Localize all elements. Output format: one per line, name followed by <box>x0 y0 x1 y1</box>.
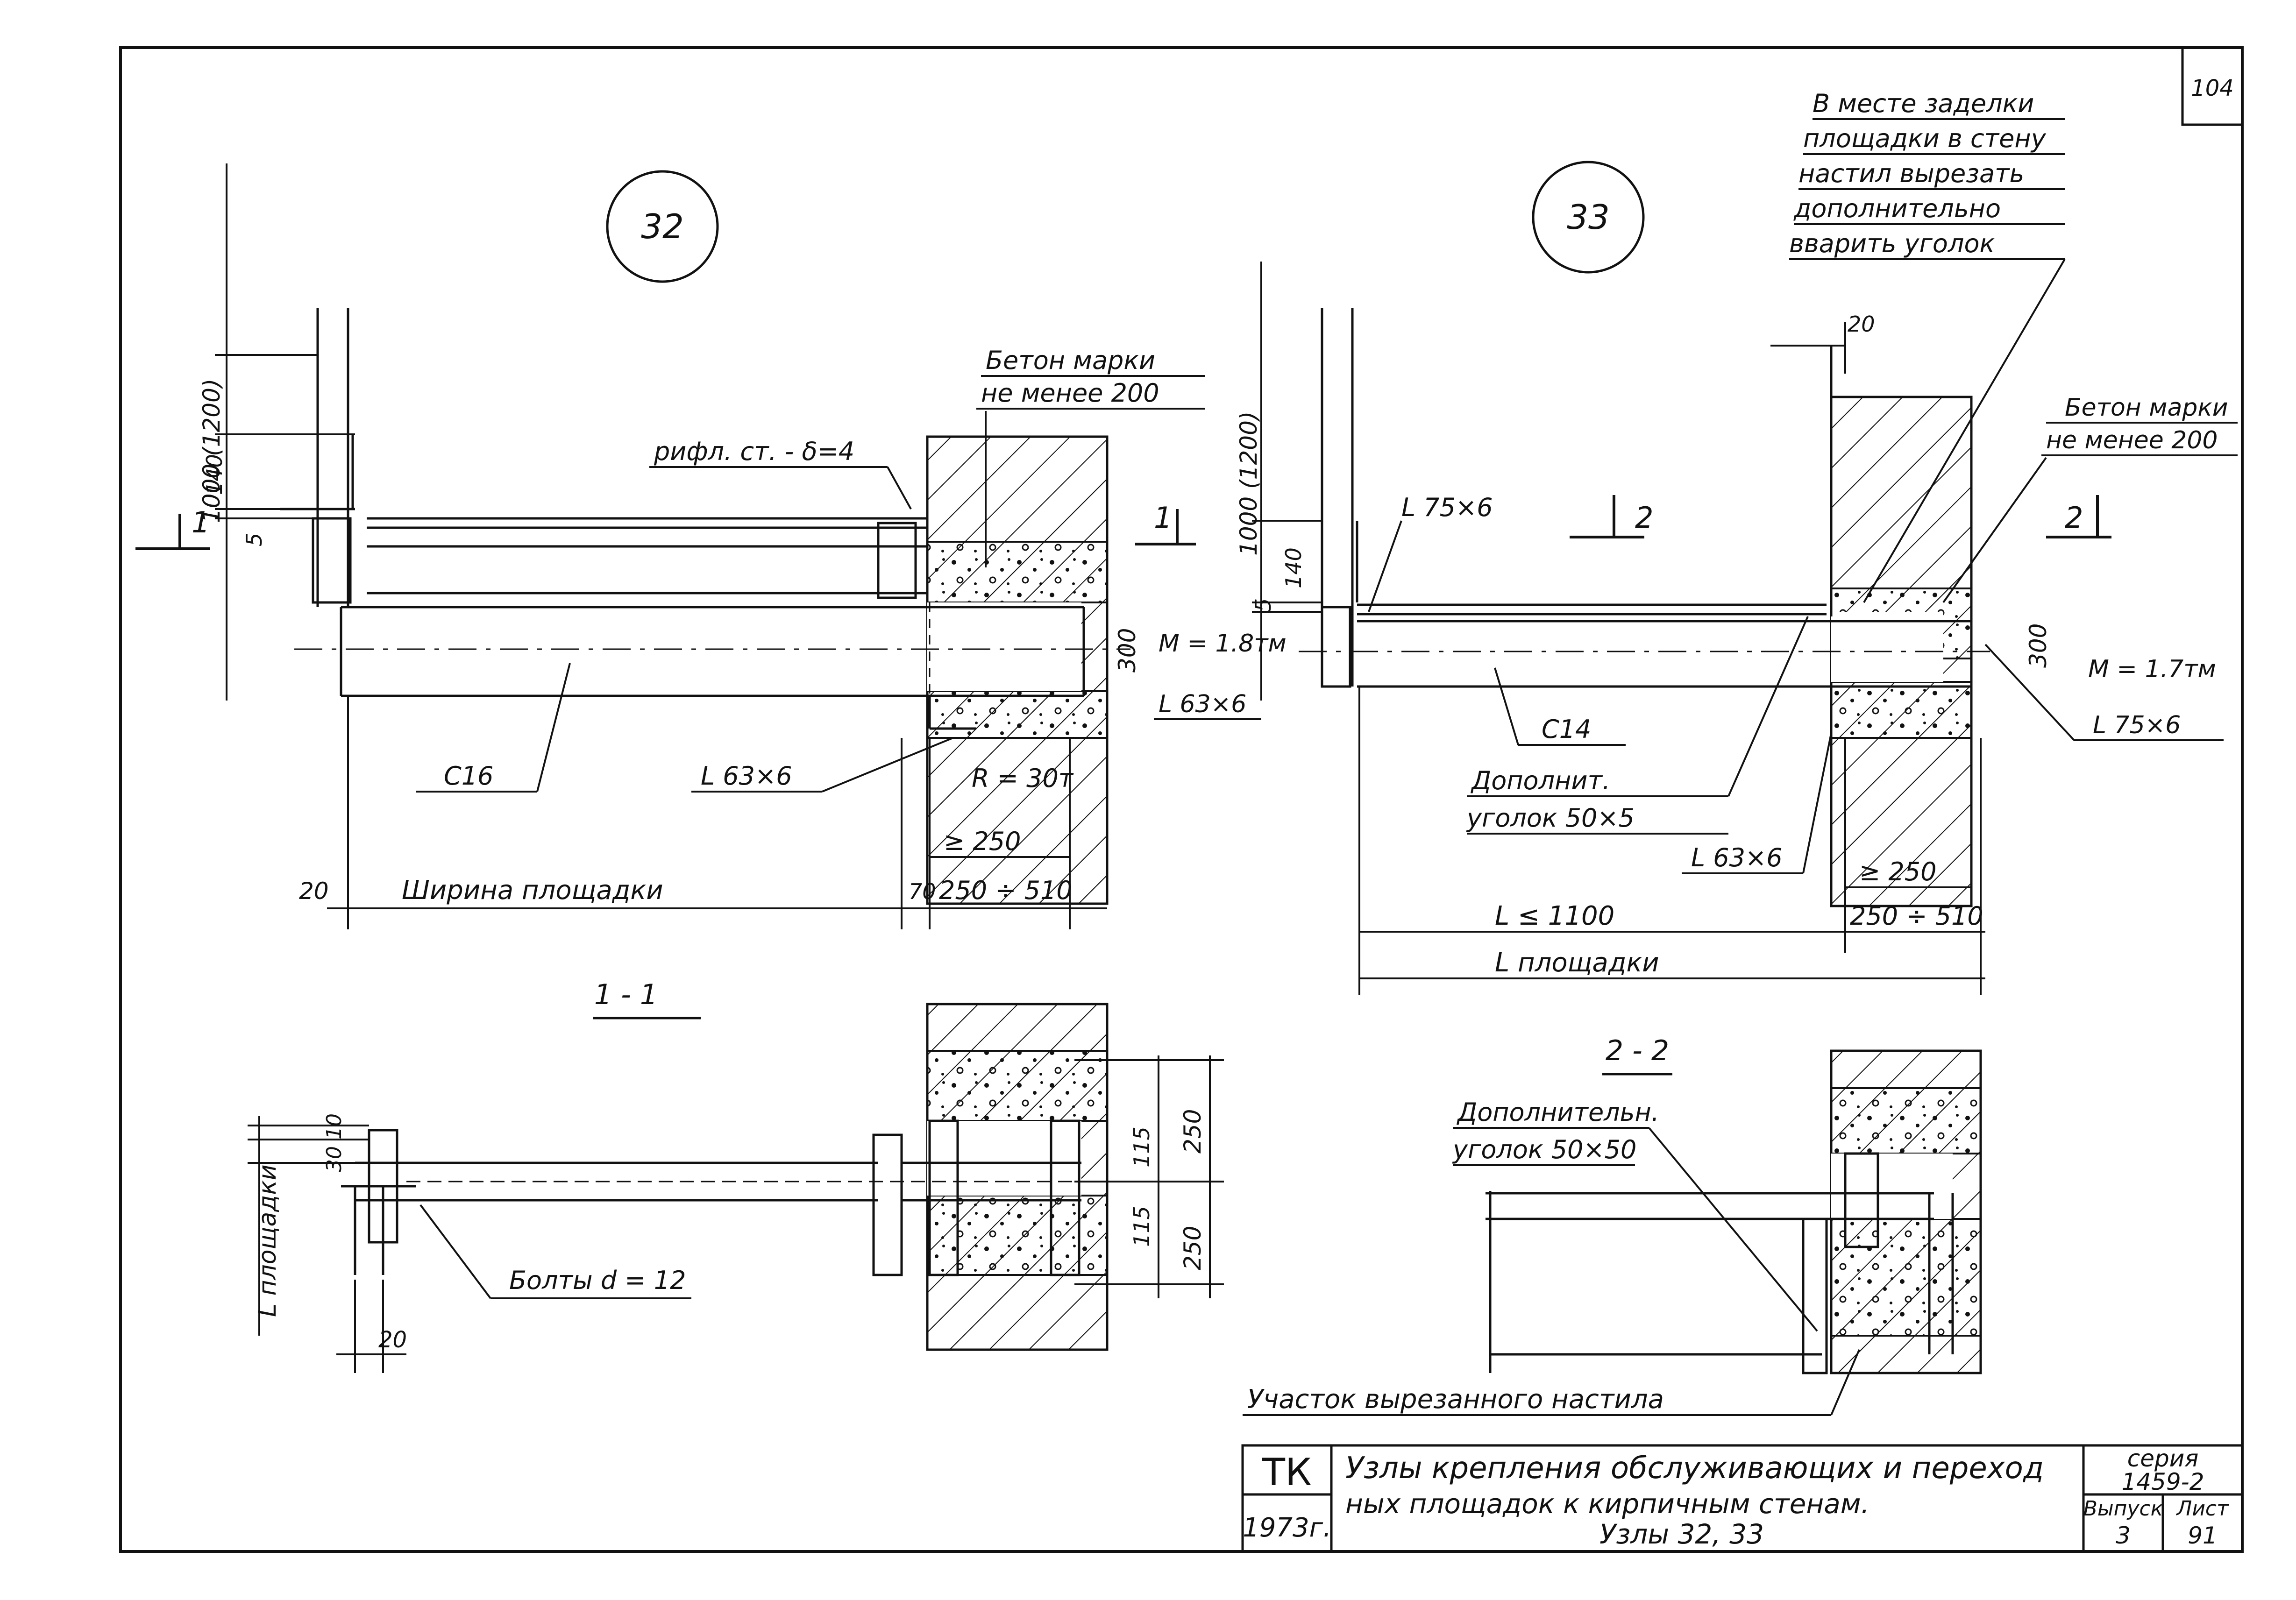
node-33-bearing-range: 250 ÷ 510 <box>1850 901 1983 931</box>
section-2-2-extra-angle-line-1: Дополнительн. <box>1457 1097 1659 1127</box>
note-line-2: площадки в стену <box>1803 124 2047 153</box>
section-1-1-side-label: L площадки <box>254 1164 282 1317</box>
node-33: 33 2 2 <box>1235 161 2238 995</box>
node-32-plate-label: рифл. ст. - δ=4 <box>654 437 854 466</box>
node-32-channel: C16 <box>444 761 493 791</box>
title-block-title-line-3: Узлы 32, 33 <box>1599 1518 1764 1550</box>
note-line-5: вварить уголок <box>1789 229 1995 258</box>
node-32-section-mark-left: 1 <box>192 505 210 539</box>
title-block: ТК 1973г. Узлы крепления обслуживающих и… <box>1241 1444 2244 1553</box>
title-block-issue-label: Выпуск <box>2083 1497 2163 1521</box>
node-32-dim-height: 1000 (1200) <box>198 379 225 523</box>
node-33-dim-height: 1000 (1200) <box>1235 411 1262 556</box>
node-32-moment: M = 1.8тм <box>1159 630 1287 658</box>
node-33-section-mark-right: 2 <box>2065 501 2083 535</box>
section-1-1: 1 - 1 <box>248 978 1224 1373</box>
node-32-angle-right: L 63×6 <box>1159 690 1246 718</box>
node-32: 32 <box>135 163 1287 929</box>
section-1-1-dim-115-top: 115 <box>1129 1126 1154 1168</box>
node-32-concrete-line-1: Бетон марки <box>986 346 1155 375</box>
node-33-length-max: L ≤ 1100 <box>1495 901 1614 931</box>
title-block-org: ТК <box>1262 1451 1312 1494</box>
node-32-width-label: Ширина площадки <box>402 875 663 906</box>
page-number: 104 <box>2191 75 2234 101</box>
section-1-1-dim-20: 20 <box>378 1327 407 1353</box>
node-32-min-bearing: ≥ 250 <box>944 827 1021 856</box>
node-33-angle-right: L 75×6 <box>2093 711 2181 739</box>
node-33-label: 33 <box>1567 198 1610 237</box>
node-32-dim-300: 300 <box>1114 628 1141 673</box>
note-line-4: дополнительно <box>1793 194 2001 223</box>
node-33-dim-300: 300 <box>2025 623 2052 668</box>
section-1-1-dim-115-bottom: 115 <box>1129 1206 1154 1247</box>
node-32-angle-bottom: L 63×6 <box>701 761 792 791</box>
section-1-1-dim-250-top: 250 <box>1179 1109 1206 1154</box>
node-33-channel: C14 <box>1542 715 1591 744</box>
node-33-dim-140: 140 <box>1281 547 1306 588</box>
node-33-length-label: L площадки <box>1495 948 1659 978</box>
section-1-1-dim-10: 10 <box>322 1113 346 1140</box>
node-32-concrete-line-2: не менее 200 <box>981 378 1159 408</box>
node-32-section-mark-right: 1 <box>1154 501 1172 535</box>
node-33-extra-angle-line-2: уголок 50×5 <box>1466 803 1635 833</box>
node-33-moment: M = 1.7тм <box>2088 655 2216 683</box>
node-32-reaction: R = 30т <box>972 764 1074 793</box>
node-33-extra-angle-line-1: Дополнит. <box>1471 766 1610 795</box>
node-32-dim-5: 5 <box>242 533 267 546</box>
section-2-2-cut-deck: Участок вырезанного настила <box>1247 1384 1664 1415</box>
title-block-title-line-1: Узлы крепления обслуживающих и переход <box>1345 1451 2044 1486</box>
node-33-dim-5: 5 <box>1251 598 1276 612</box>
node-33-concrete-line-1: Бетон марки <box>2065 394 2228 422</box>
title-block-series-label: серия <box>2127 1445 2199 1472</box>
node-33-angle-top: L 75×6 <box>1401 493 1493 522</box>
title-block-sheet-value: 91 <box>2188 1522 2218 1549</box>
section-1-1-dim-250-bottom: 250 <box>1179 1226 1206 1270</box>
note-line-1: В месте заделки <box>1813 89 2034 118</box>
title-block-issue-value: 3 <box>2116 1522 2131 1549</box>
node-32-dim-70: 70 <box>909 879 936 904</box>
section-1-1-dim-30: 30 <box>322 1146 346 1172</box>
node-33-dim-20: 20 <box>1848 312 1875 337</box>
node-33-angle-bottom: L 63×6 <box>1691 843 1783 872</box>
node-32-bearing-range: 250 ÷ 510 <box>939 876 1073 905</box>
node-32-dim-140: 140 <box>202 454 227 495</box>
node-32-dim-20: 20 <box>299 878 329 905</box>
sheet-frame: 104 <box>119 46 2244 1553</box>
title-block-year: 1973г. <box>1243 1513 1331 1543</box>
section-1-1-title: 1 - 1 <box>594 978 658 1011</box>
title-block-sheet-label: Лист <box>2175 1497 2229 1521</box>
section-2-2-extra-angle-line-2: уголок 50×50 <box>1452 1135 1636 1164</box>
node-33-section-mark-left: 2 <box>1635 501 1653 535</box>
node-33-min-bearing: ≥ 250 <box>1859 857 1936 886</box>
section-2-2-title: 2 - 2 <box>1606 1034 1669 1067</box>
title-block-series-value: 1459-2 <box>2121 1468 2204 1495</box>
section-1-1-bolts: Болты d = 12 <box>509 1266 686 1295</box>
node-32-label: 32 <box>641 207 684 246</box>
title-block-title-line-2: ных площадок к кирпичным стенам. <box>1345 1488 1869 1520</box>
node-33-concrete-line-2: не менее 200 <box>2046 426 2218 454</box>
section-2-2: 2 - 2 Дополнительн. уголок 50×50 Участок… <box>1243 1034 1982 1416</box>
note-line-3: настил вырезать <box>1798 159 2024 188</box>
